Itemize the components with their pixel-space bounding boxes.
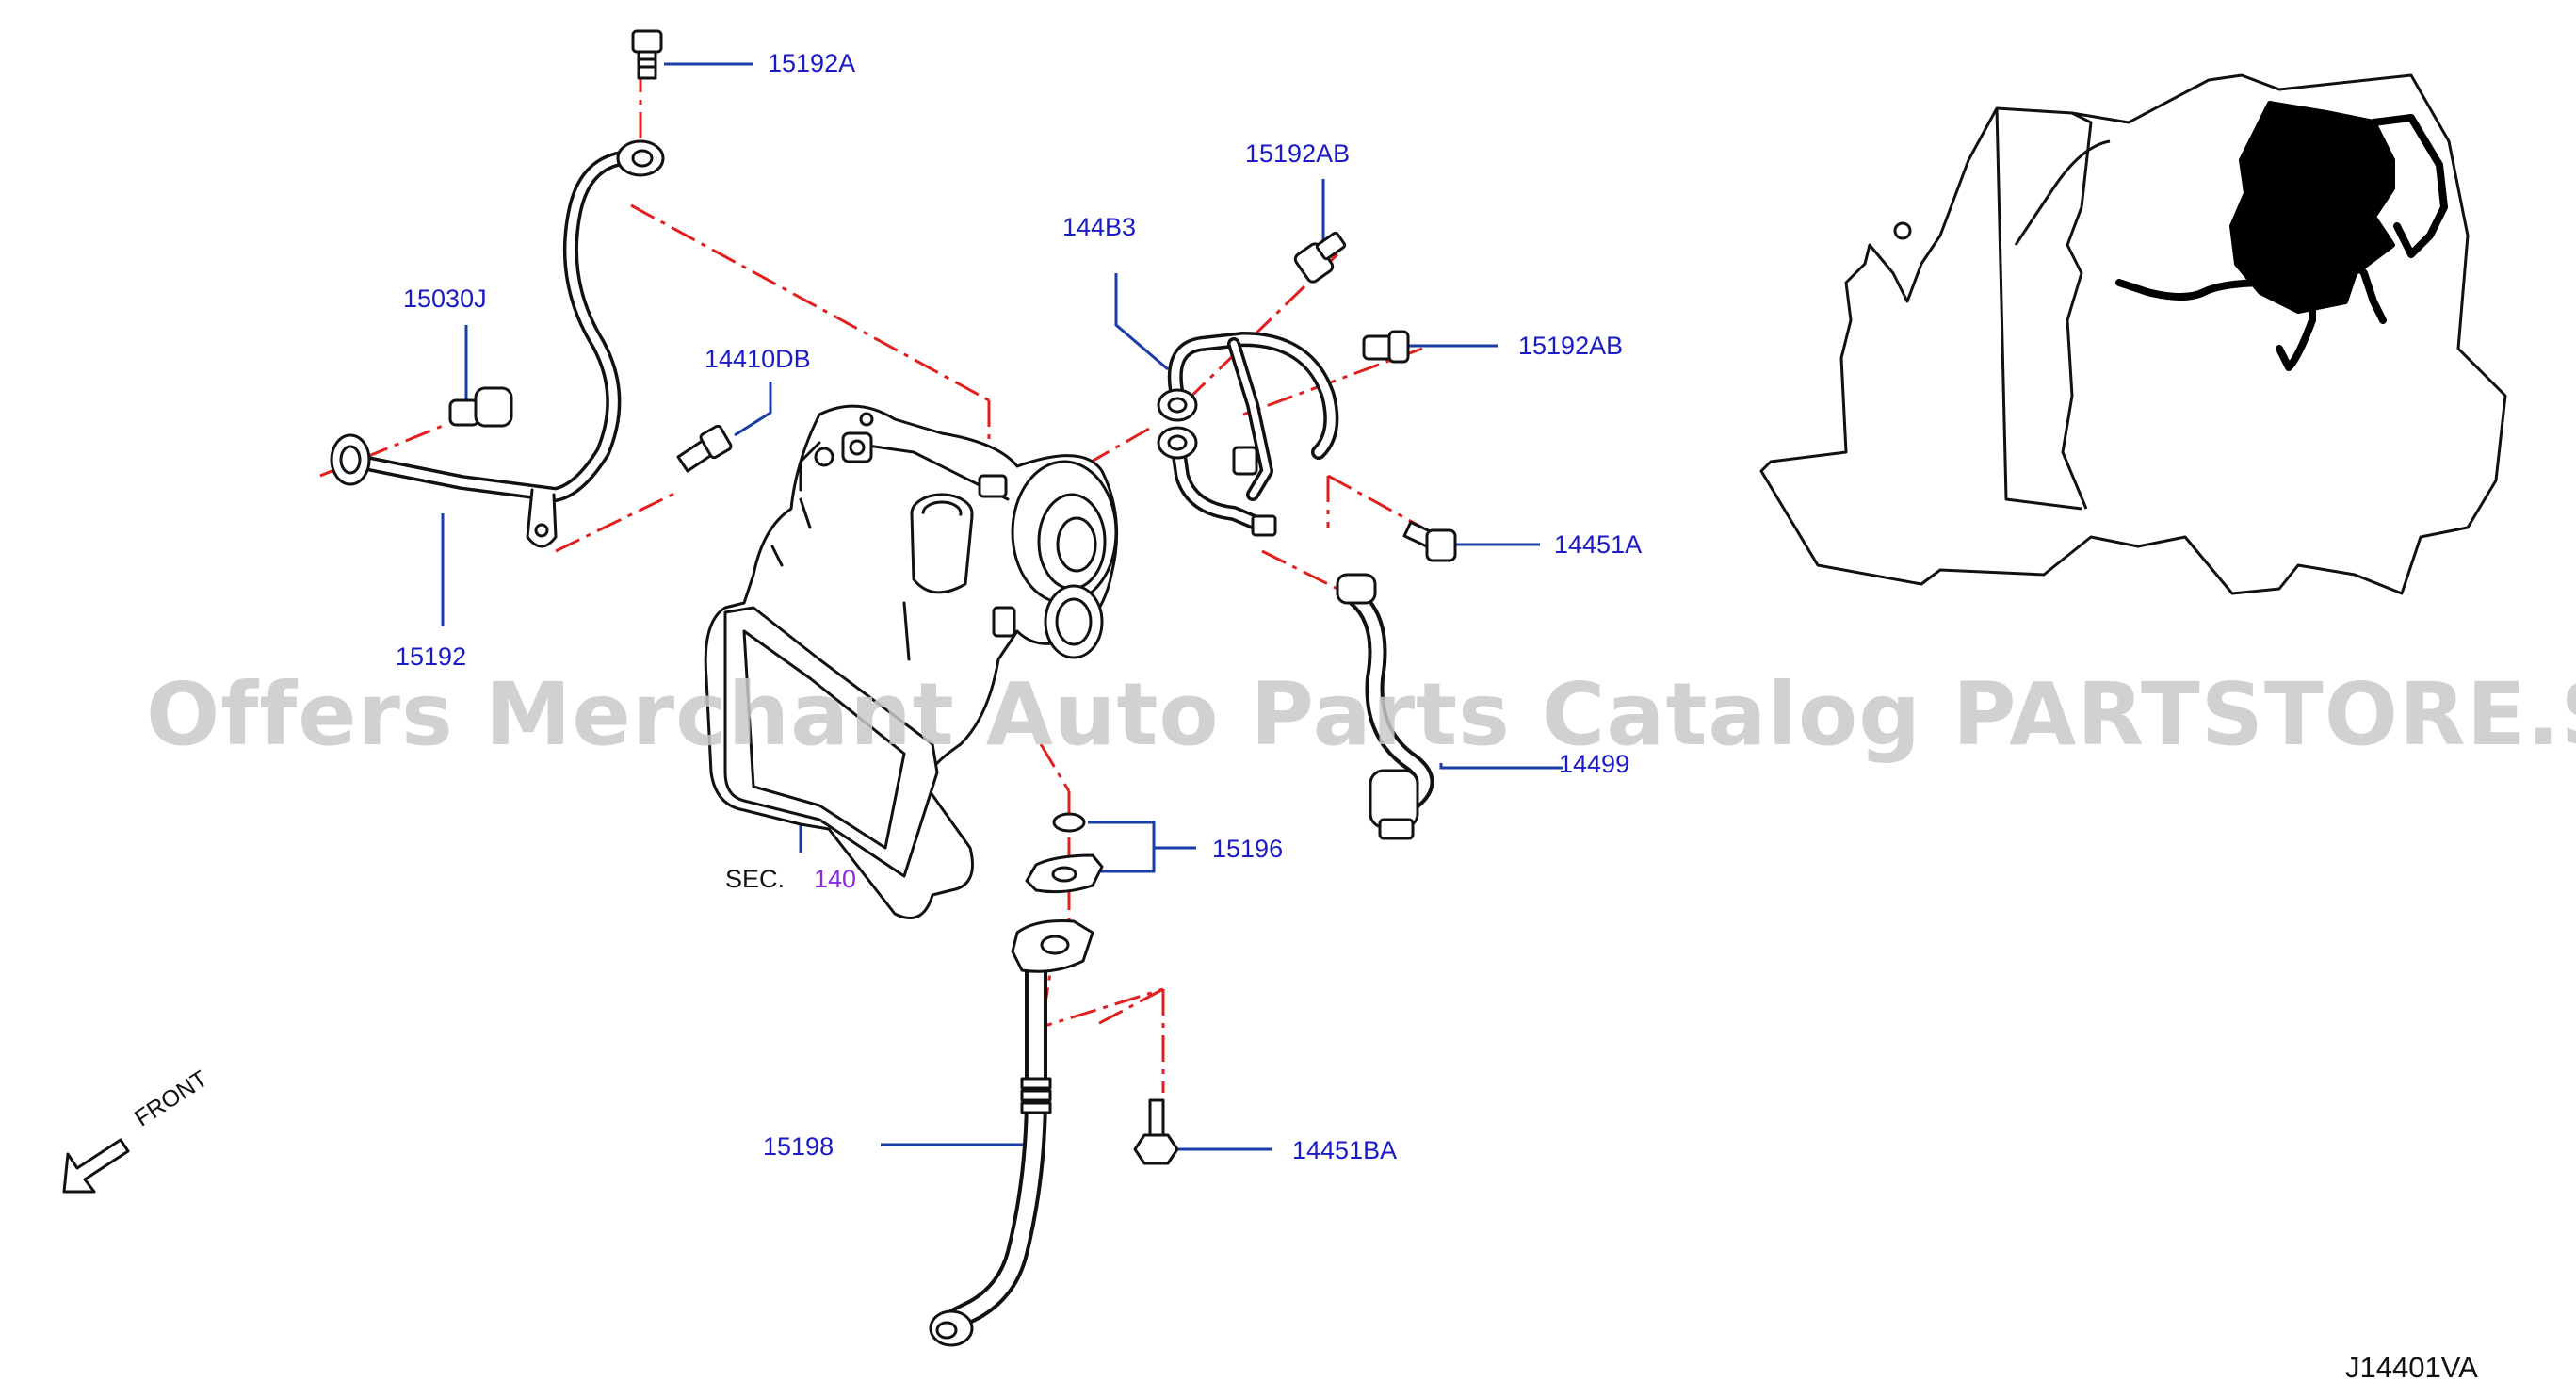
part-label-14410DB[interactable]: 14410DB bbox=[705, 345, 811, 373]
part-label-15192AB-top[interactable]: 15192AB bbox=[1245, 139, 1351, 168]
section-ref-link[interactable]: 140 bbox=[814, 865, 857, 893]
part-label-14499[interactable]: 14499 bbox=[1559, 750, 1630, 778]
part-label-15192[interactable]: 15192 bbox=[396, 642, 467, 671]
bolt-14451A bbox=[1402, 520, 1457, 562]
bolt-14451BA bbox=[1133, 1098, 1179, 1165]
part-label-15196[interactable]: 15196 bbox=[1212, 835, 1284, 863]
part-label-14451BA[interactable]: 14451BA bbox=[1292, 1136, 1398, 1164]
bolt-15192A bbox=[631, 29, 663, 80]
hose-14499 bbox=[1336, 573, 1434, 840]
watermark-text: Offers Merchant Auto Parts Catalog PARTS… bbox=[146, 664, 2576, 765]
part-label-15198[interactable]: 15198 bbox=[763, 1132, 834, 1161]
part-label-15192AB-right[interactable]: 15192AB bbox=[1518, 332, 1624, 360]
part-label-15192A[interactable]: 15192A bbox=[768, 49, 856, 77]
bolt-15192AB-top bbox=[1293, 231, 1347, 284]
bolt-15192AB-right bbox=[1362, 330, 1410, 364]
part-label-14451A[interactable]: 14451A bbox=[1554, 530, 1643, 559]
engine-locator-outline bbox=[1759, 73, 2507, 595]
oil-return-tube-15198 bbox=[929, 919, 1094, 1347]
bolt-14410DB bbox=[676, 424, 733, 473]
fitting-15030J bbox=[448, 386, 513, 428]
gasket-15196 bbox=[1025, 812, 1104, 894]
section-ref-prefix: SEC. bbox=[725, 865, 786, 893]
part-label-144B3[interactable]: 144B3 bbox=[1062, 213, 1137, 241]
front-arrow-icon bbox=[62, 1138, 130, 1194]
diagram-code: J14401VA bbox=[2345, 1351, 2478, 1384]
tube-assembly-144B3 bbox=[1157, 332, 1339, 537]
oil-feed-tube-15192 bbox=[330, 139, 665, 548]
engine-locator-highlight bbox=[2115, 101, 2448, 371]
part-outlines bbox=[330, 29, 1457, 1347]
part-label-15030J[interactable]: 15030J bbox=[403, 284, 487, 313]
turbocharger bbox=[704, 404, 1119, 919]
